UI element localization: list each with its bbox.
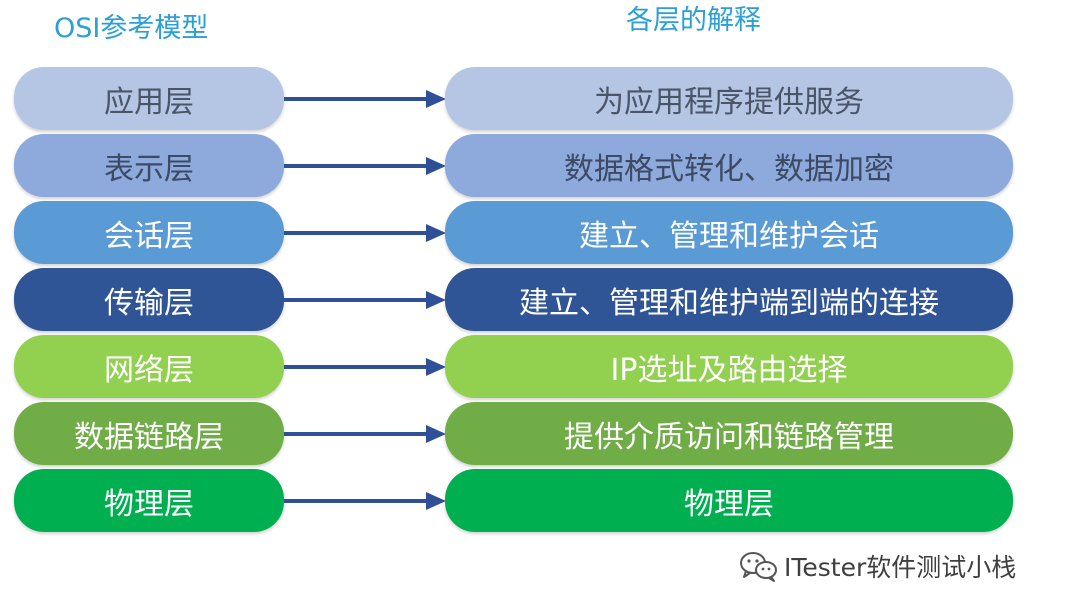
layer-row-application: 应用层 为应用程序提供服务 [0, 67, 1080, 130]
layer-pill-application: 应用层 [14, 67, 284, 130]
arrow-icon [284, 425, 446, 443]
watermark: ITester软件测试小栈 [738, 549, 1016, 583]
layer-row-datalink: 数据链路层 提供介质访问和链路管理 [0, 402, 1080, 465]
layer-desc-session: 建立、管理和维护会话 [445, 201, 1013, 264]
osi-model-heading: OSI参考模型 [54, 13, 209, 44]
layer-row-physical: 物理层 物理层 [0, 469, 1080, 532]
layer-desc-presentation: 数据格式转化、数据加密 [445, 134, 1013, 197]
layer-pill-session: 会话层 [14, 201, 284, 264]
layer-row-session: 会话层 建立、管理和维护会话 [0, 201, 1080, 264]
layer-desc-transport: 建立、管理和维护端到端的连接 [445, 268, 1013, 331]
layer-pill-network: 网络层 [14, 335, 284, 398]
wechat-icon [740, 552, 777, 582]
arrow-icon [284, 358, 446, 376]
layer-explanation-heading: 各层的解释 [626, 5, 761, 36]
layer-pill-physical: 物理层 [14, 469, 284, 532]
arrow-icon [284, 291, 446, 309]
layer-pill-transport: 传输层 [14, 268, 284, 331]
arrow-icon [284, 224, 446, 242]
watermark-text: ITester软件测试小栈 [784, 553, 1017, 582]
layer-pill-presentation: 表示层 [14, 134, 284, 197]
layer-desc-application: 为应用程序提供服务 [445, 67, 1013, 130]
layer-row-presentation: 表示层 数据格式转化、数据加密 [0, 134, 1080, 197]
layer-row-network: 网络层 IP选址及路由选择 [0, 335, 1080, 398]
layer-desc-physical: 物理层 [445, 469, 1013, 532]
layer-desc-datalink: 提供介质访问和链路管理 [445, 402, 1013, 465]
layer-pill-datalink: 数据链路层 [14, 402, 284, 465]
arrow-icon [284, 492, 446, 510]
arrow-icon [284, 90, 446, 108]
layer-row-transport: 传输层 建立、管理和维护端到端的连接 [0, 268, 1080, 331]
arrow-icon [284, 157, 446, 175]
layer-desc-network: IP选址及路由选择 [445, 335, 1013, 398]
